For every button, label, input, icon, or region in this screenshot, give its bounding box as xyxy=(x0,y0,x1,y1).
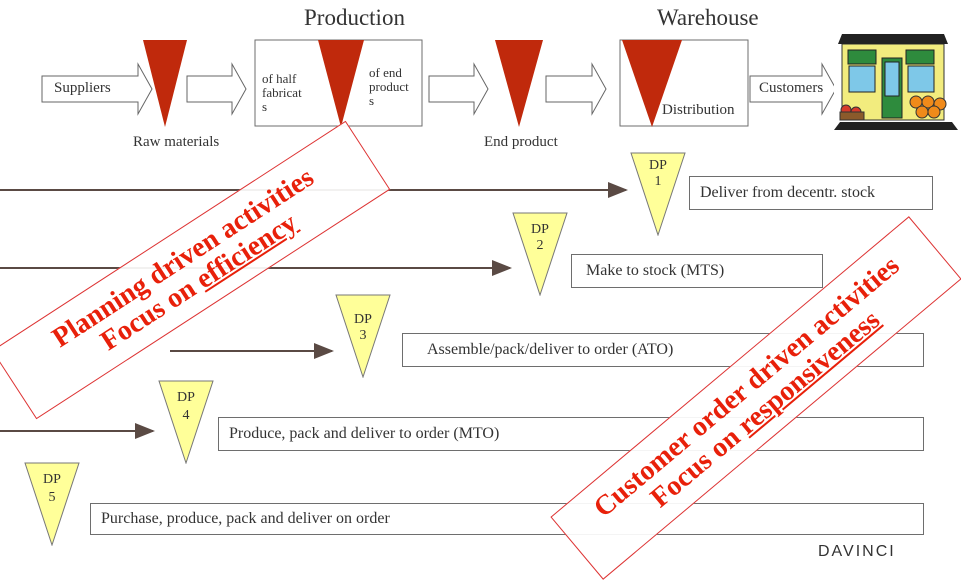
end-product-label: End product xyxy=(484,134,558,150)
dp4-number: 4 xyxy=(182,408,190,423)
flow-arrow xyxy=(545,62,607,116)
dp2-number: 2 xyxy=(536,238,544,253)
dp2-description-box: Make to stock (MTS) xyxy=(571,254,823,288)
flow-arrow xyxy=(428,62,489,116)
dp5-number: 5 xyxy=(48,490,56,505)
warehouse-heading: Warehouse xyxy=(657,5,759,30)
dp1-label: DP xyxy=(649,158,667,173)
dp1-description-box: Deliver from decentr. stock xyxy=(689,176,933,210)
distribution-stock xyxy=(622,40,682,127)
dp4-label: DP xyxy=(177,390,195,405)
customers-label: Customers xyxy=(759,80,824,96)
dp2-description: Make to stock (MTS) xyxy=(586,262,725,279)
raw-materials-label: Raw materials xyxy=(133,134,220,150)
flow-arrow xyxy=(186,62,247,116)
raw-materials-stock xyxy=(143,40,187,127)
flow-arrow xyxy=(41,62,153,116)
wip-stock xyxy=(318,40,364,127)
suppliers-label: Suppliers xyxy=(54,80,111,96)
dp5-description: Purchase, produce, pack and deliver on o… xyxy=(101,510,390,527)
dp2-label: DP xyxy=(531,222,549,237)
dp3-marker: DP 3 xyxy=(335,294,391,378)
dp3-label: DP xyxy=(354,312,372,327)
dp2-marker: DP 2 xyxy=(512,212,568,296)
distribution-label: Distribution xyxy=(662,102,735,118)
dp4-description-box: Produce, pack and deliver to order (MTO) xyxy=(218,417,924,451)
dp3-number: 3 xyxy=(359,328,367,343)
dp4-marker: DP 4 xyxy=(158,380,214,464)
dp4-description: Produce, pack and deliver to order (MTO) xyxy=(229,425,500,442)
dp5-label: DP xyxy=(43,472,61,487)
production-heading: Production xyxy=(304,5,405,30)
davinci-logo: DAVINCI xyxy=(818,543,896,560)
dp1-description: Deliver from decentr. stock xyxy=(700,184,876,201)
end-product-stock xyxy=(495,40,543,127)
dp1-marker: DP 1 xyxy=(630,152,686,236)
dp5-description-box: Purchase, produce, pack and deliver on o… xyxy=(90,503,924,535)
dp5-marker: DP 5 xyxy=(24,462,80,546)
dp3-description: Assemble/pack/deliver to order (ATO) xyxy=(427,341,674,358)
shop-icon xyxy=(834,28,958,130)
supply-chain-flow xyxy=(41,39,837,127)
dp1-number: 1 xyxy=(654,174,662,189)
flow-arrow xyxy=(749,62,837,116)
